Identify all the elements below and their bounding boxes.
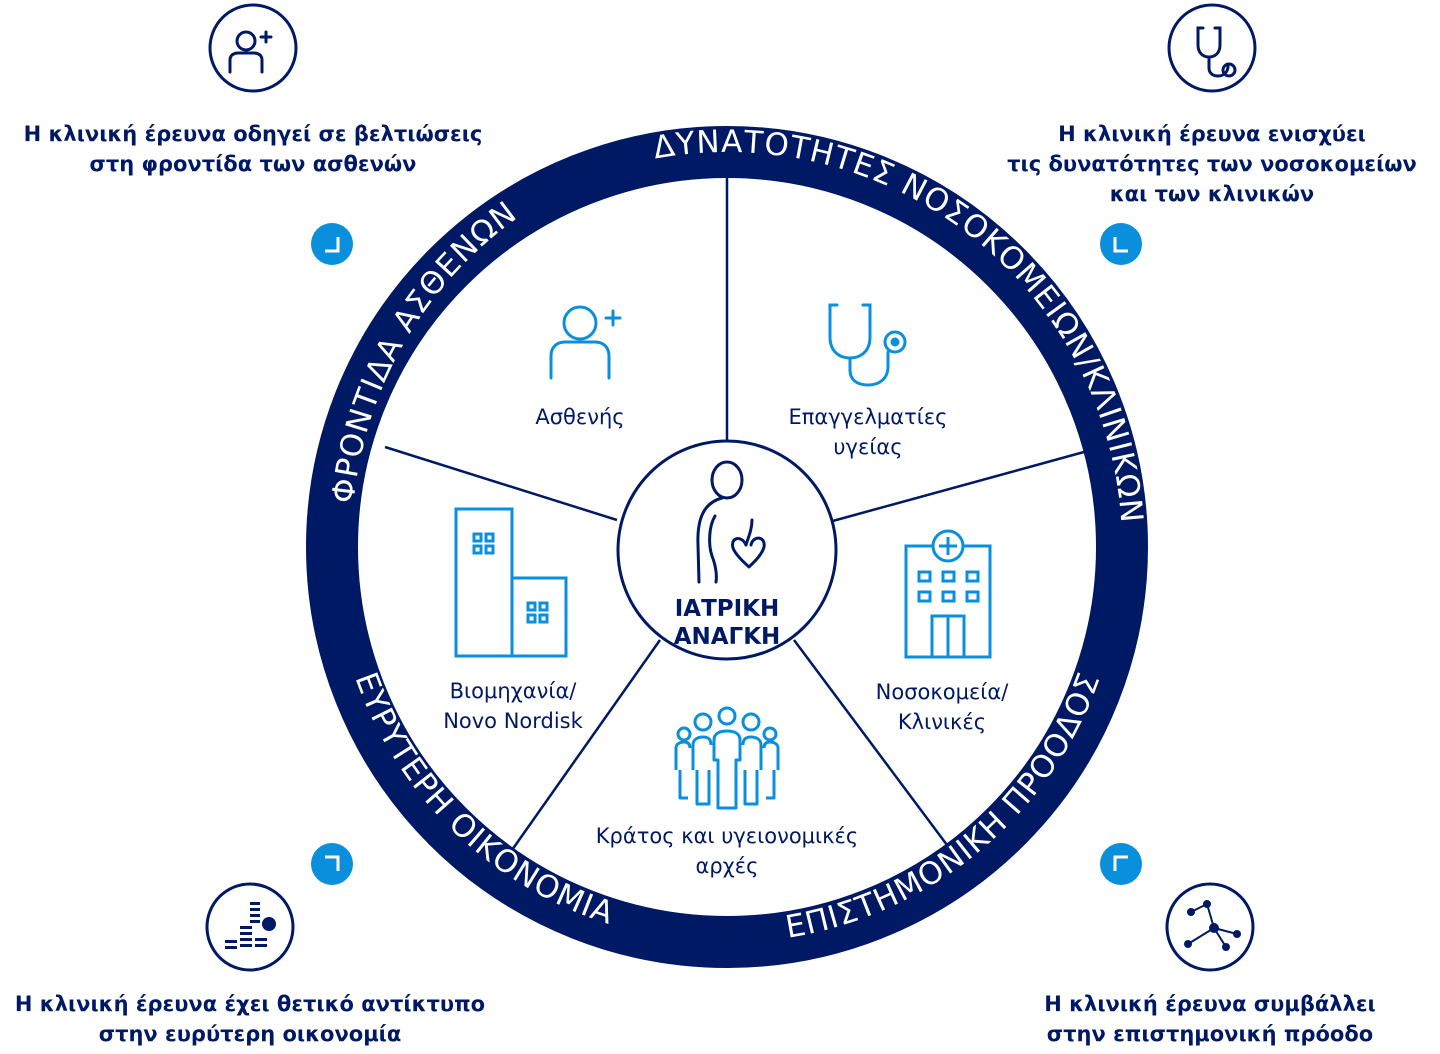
corner-marker-top-right [1100,223,1142,265]
segment-label-hospitals-line1: Νοσοκομεία/ [876,680,1010,704]
caption-bottom-right-line2: στην επιστημονική πρόοδο [1047,1022,1373,1046]
caption-icon-circle [208,3,298,93]
ring-label-bottom-left: ΕΥΡΥΤΕΡΗ ΟΙΚΟΝΟΜΙΑ [347,668,618,932]
caption-top-right-line3: και των κλινικών [1110,182,1314,206]
caption-bottom-left-line2: στην ευρύτερη οικονομία [99,1022,402,1046]
caption-top-right-line1: Η κλινική έρευνα ενισχύει [1058,122,1366,146]
segment-label-industry-line1: Βιομηχανία/ [450,679,578,703]
caption-top-left-line1: Η κλινική έρευνα οδηγεί σε βελτιώσεις [24,122,483,146]
hospital-icon [904,529,992,659]
caption-bottom-left: Η κλινική έρευνα έχει θετικό αντίκτυπο σ… [15,882,485,1046]
caption-bottom-left-line1: Η κλινική έρευνα έχει θετικό αντίκτυπο [15,992,485,1016]
segment-label-patient: Ασθενής [535,405,624,429]
divider-left [384,445,618,522]
divider-bottom-left [510,639,662,851]
patient-plus-icon [549,305,622,380]
segment-industry: Βιομηχανία/ Novo Nordisk [443,507,584,733]
outer-ring [306,126,1148,968]
caption-top-right-line2: τις δυνατότητες των νοσοκομείων [1007,152,1417,176]
center-label-line2: ΑΝΑΓΚΗ [674,624,781,650]
segment-professionals: Επαγγελματίες υγείας [788,303,948,459]
divider-bottom-right [792,639,949,846]
corner-marker-top-left [311,223,353,265]
segment-label-professionals-line1: Επαγγελματίες [788,405,947,429]
segment-hospitals: Νοσοκομεία/ Κλινικές [876,529,1010,734]
segment-dividers [384,178,1085,851]
person-heart-icon [696,460,766,584]
caption-icon-circle [1165,882,1255,972]
corner-marker-bottom-left [311,843,353,885]
segment-state: Κράτος και υγειονομικές αρχές [596,706,858,878]
stethoscope-icon [828,303,907,387]
caption-top-left-line2: στη φροντίδα των ασθενών [90,152,417,176]
center-label-line1: ΙΑΤΡΙΚΗ [675,596,780,622]
caption-top-right: Η κλινική έρευνα ενισχύει τις δυνατότητε… [1007,3,1417,206]
corner-marker-bottom-right [1100,843,1142,885]
segment-label-state-line2: αρχές [696,854,759,878]
segment-label-state-line1: Κράτος και υγειονομικές [596,824,858,848]
buildings-icon [454,507,568,658]
segment-label-industry-line2: Novo Nordisk [443,709,583,733]
caption-top-left: Η κλινική έρευνα οδηγεί σε βελτιώσεις στ… [24,3,483,176]
caption-bottom-right: Η κλινική έρευνα συμβάλλει στην επιστημο… [1044,882,1376,1046]
caption-icon-circle [205,882,295,972]
caption-icon-circle [1167,3,1257,93]
divider-right [828,450,1085,524]
patient-plus-icon [228,30,273,74]
segment-patient: Ασθενής [535,305,625,429]
segment-label-professionals-line2: υγείας [833,435,902,459]
segment-label-hospitals-line2: Κλινικές [898,710,986,734]
caption-bottom-right-line1: Η κλινική έρευνα συμβάλλει [1044,992,1375,1016]
center-medical-need: ΙΑΤΡΙΚΗ ΑΝΑΓΚΗ [616,439,838,661]
group-of-people-icon [674,706,780,810]
center-circle [616,439,838,661]
stethoscope-icon [1196,26,1237,78]
economy-bars-icon [225,902,276,949]
molecule-network-icon [1184,900,1241,951]
